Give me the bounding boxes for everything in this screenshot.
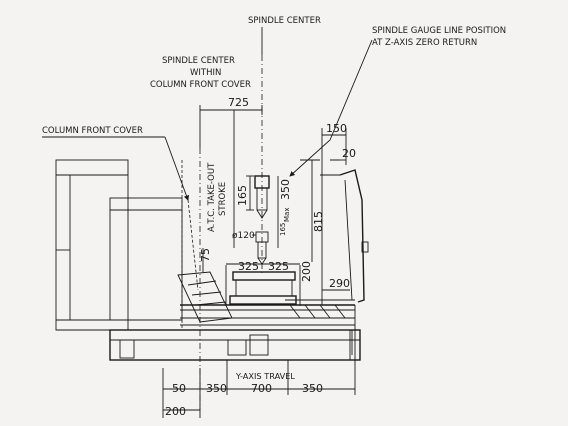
label-atc-takeout-1: A.T.C. TAKE-OUT bbox=[207, 162, 217, 232]
label-spindle-center-top: SPINDLE CENTER bbox=[248, 16, 321, 26]
dim-165-label: 165 bbox=[236, 185, 249, 206]
label-gauge-line-1: SPINDLE GAUGE LINE POSITION bbox=[372, 26, 506, 36]
dim-725-label: 725 bbox=[228, 96, 249, 109]
splash-guard bbox=[320, 169, 369, 355]
dim-max-label: Max bbox=[283, 208, 291, 222]
dim-120-label: ø120 bbox=[232, 231, 255, 241]
label-y-axis-travel: Y-AXIS TRAVEL bbox=[235, 371, 295, 381]
dim-150-label: 150 bbox=[326, 122, 347, 135]
dim-815: 815 bbox=[300, 159, 325, 262]
dim-725: 725 bbox=[199, 96, 263, 148]
dim-815-label: 815 bbox=[312, 211, 325, 232]
dim-165: 165 bbox=[236, 175, 254, 211]
dim-75: 75 bbox=[199, 248, 212, 272]
dim-350-max-label: 350 bbox=[279, 179, 292, 200]
way-cover bbox=[177, 271, 355, 323]
dim-325-left-label: 325 bbox=[238, 260, 259, 273]
label-center-within-3: COLUMN FRONT COVER bbox=[150, 80, 251, 90]
dim-b700-label: 700 bbox=[251, 382, 272, 395]
leader-column-cover bbox=[164, 136, 189, 201]
dim-75-label: 75 bbox=[199, 248, 212, 262]
dim-20-label: 20 bbox=[342, 147, 356, 160]
dim-max-350: Max 350 bbox=[277, 176, 292, 248]
base-saddle bbox=[109, 304, 361, 361]
label-gauge-line-2: AT Z-AXIS ZERO RETURN bbox=[372, 38, 477, 48]
dim-b350-left-label: 350 bbox=[206, 382, 227, 395]
label-atc-takeout-2: STROKE bbox=[218, 182, 228, 216]
dim-200-right-label: 200 bbox=[300, 261, 313, 282]
bottom-dim-chain: 50 350 700 350 200 bbox=[162, 360, 356, 418]
dim-325-pair: 325 325 bbox=[226, 260, 300, 273]
label-center-within-1: SPINDLE CENTER bbox=[162, 56, 235, 66]
dim-290: 290 bbox=[322, 277, 350, 291]
dim-165-small-label: 165 bbox=[279, 223, 287, 236]
column-body bbox=[55, 159, 183, 331]
label-center-within-2: WITHIN bbox=[190, 68, 221, 78]
dim-325-right-label: 325 bbox=[268, 260, 289, 273]
dim-b50-label: 50 bbox=[172, 382, 186, 395]
spindle-tool bbox=[254, 55, 270, 275]
column-front-cover bbox=[181, 148, 201, 410]
dim-290-label: 290 bbox=[329, 277, 350, 290]
dim-b350-right-label: 350 bbox=[302, 382, 323, 395]
dim-150-20: 150 20 bbox=[321, 122, 356, 175]
label-column-front-cover: COLUMN FRONT COVER bbox=[42, 126, 143, 136]
dim-b200-label: 200 bbox=[165, 405, 186, 418]
table bbox=[225, 265, 301, 306]
leader-gauge-line bbox=[289, 39, 373, 177]
